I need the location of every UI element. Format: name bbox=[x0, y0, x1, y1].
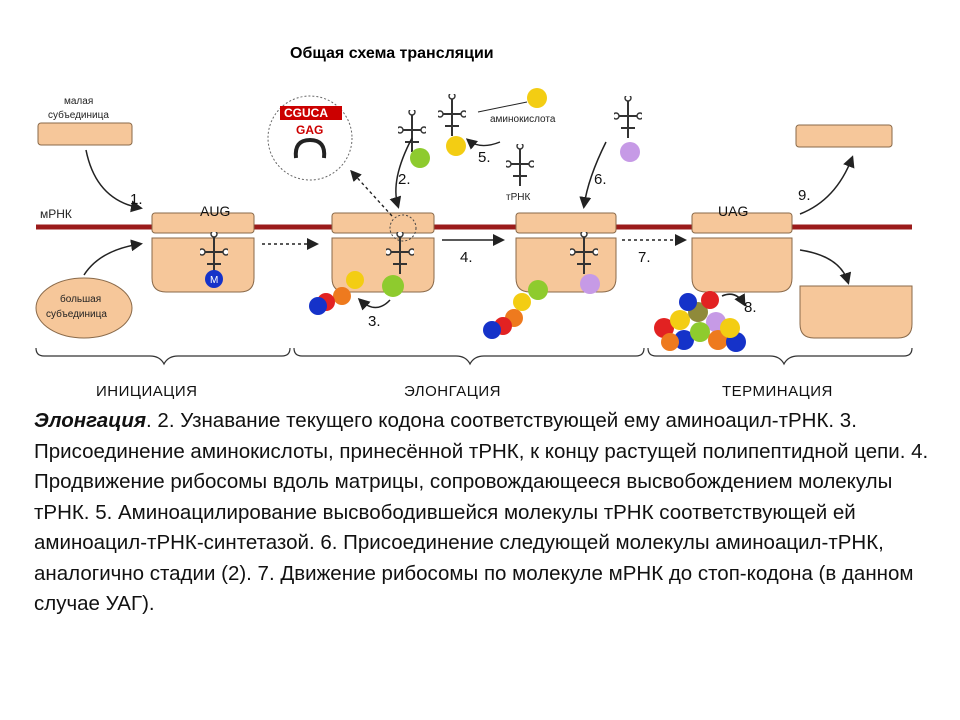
step-9: 9. bbox=[798, 187, 811, 204]
arrow-large-release bbox=[799, 249, 852, 285]
small-subunit-free bbox=[37, 122, 133, 146]
released-polypeptide bbox=[654, 291, 746, 352]
step-8: 8. bbox=[744, 299, 757, 316]
translation-diagram: Общая схема трансляции малая субъединица… bbox=[35, 45, 913, 400]
arrow-zoom bbox=[350, 169, 393, 217]
arrow-step-9 bbox=[799, 155, 855, 215]
trna-step-6 bbox=[614, 96, 642, 139]
ribosome-elongation-1 bbox=[309, 212, 435, 315]
ribosome-elongation-2 bbox=[483, 212, 617, 339]
brace-elongation bbox=[293, 347, 645, 366]
arrow-step-5 bbox=[465, 138, 501, 150]
trna-step-2b bbox=[438, 94, 466, 137]
mrna-label: мРНК bbox=[40, 207, 72, 221]
brace-initiation bbox=[35, 347, 291, 366]
step-7: 7. bbox=[638, 249, 651, 266]
small-subunit-label-1: малая bbox=[64, 96, 93, 107]
stop-codon: UAG bbox=[718, 203, 748, 219]
arrow-step-3 bbox=[357, 297, 391, 311]
codon-top: CGUCA bbox=[284, 106, 328, 120]
step-2: 2. bbox=[398, 171, 411, 188]
phase-elongation: ЭЛОНГАЦИЯ bbox=[404, 383, 501, 400]
step-5: 5. bbox=[478, 149, 491, 166]
ribosome-termination: UAG bbox=[691, 203, 793, 293]
trna-label: тРНК bbox=[506, 192, 530, 203]
caption-text: . 2. Узнавание текущего кодона соответст… bbox=[34, 409, 929, 615]
trna-step-2a bbox=[398, 110, 426, 153]
step-6: 6. bbox=[594, 171, 607, 188]
large-subunit-label-1: большая bbox=[60, 293, 101, 305]
arrow-step-6 bbox=[579, 141, 607, 209]
step-4: 4. bbox=[460, 249, 473, 266]
step-3: 3. bbox=[368, 313, 381, 330]
large-subunit-free bbox=[35, 277, 133, 339]
arrow-step-1-top bbox=[85, 149, 143, 213]
large-subunit-label-2: субъединица bbox=[46, 308, 107, 320]
small-subunit-label-2: субъединица bbox=[48, 109, 109, 121]
arrow-step-2 bbox=[389, 137, 413, 209]
codon-zoom-inset: CGUCA GAG bbox=[267, 95, 353, 181]
large-subunit-released bbox=[799, 285, 913, 339]
codon-bottom: GAG bbox=[296, 123, 323, 137]
phase-termination: ТЕРМИНАЦИЯ bbox=[722, 383, 833, 400]
arrow-step-1-bottom bbox=[83, 239, 143, 276]
met-amino-acid bbox=[205, 270, 223, 288]
small-subunit-released bbox=[795, 124, 893, 148]
trna-step-5 bbox=[506, 144, 534, 187]
met-label: M bbox=[210, 275, 218, 286]
phase-initiation: ИНИЦИАЦИЯ bbox=[96, 383, 198, 400]
brace-termination bbox=[647, 347, 913, 366]
ribosome-initiation: AUG M bbox=[151, 203, 255, 293]
amino-acid-label: аминокислота bbox=[490, 114, 556, 125]
diagram-title: Общая схема трансляции bbox=[290, 45, 494, 62]
start-codon: AUG bbox=[200, 203, 230, 219]
caption: Элонгация. 2. Узнавание текущего кодона … bbox=[34, 406, 934, 620]
step-1: 1. bbox=[130, 191, 143, 208]
caption-lead: Элонгация bbox=[34, 409, 147, 432]
arrow-step-8 bbox=[721, 293, 746, 307]
